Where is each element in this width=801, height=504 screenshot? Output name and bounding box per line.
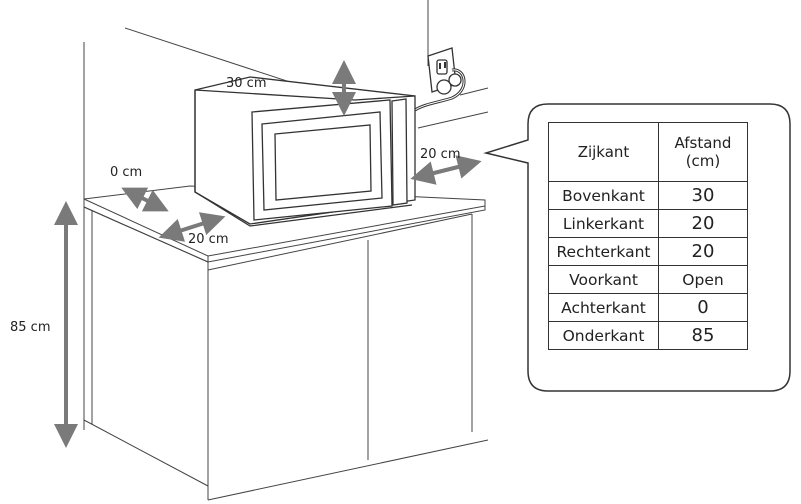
table-header-row: Zijkant Afstand (cm)	[548, 122, 748, 182]
row-side-top: Bovenkant	[548, 181, 659, 210]
table-row: Onderkant 85	[548, 321, 748, 350]
front-clearance-label: 20 cm	[188, 232, 229, 247]
column-header-distance: Afstand (cm)	[658, 122, 748, 182]
row-value-left: 20	[658, 209, 748, 238]
column-header-distance-line2: (cm)	[685, 152, 721, 170]
wall-socket	[414, 47, 466, 112]
row-side-bottom: Onderkant	[548, 321, 659, 350]
row-value-top: 30	[658, 181, 748, 210]
table-row: Linkerkant 20	[548, 209, 748, 238]
table-row: Bovenkant 30	[548, 181, 748, 210]
column-header-distance-line1: Afstand	[674, 134, 732, 152]
row-side-right: Rechterkant	[548, 237, 659, 266]
bottom-clearance-label: 85 cm	[10, 320, 51, 335]
dimension-arrows	[54, 60, 482, 448]
table-row: Rechterkant 20	[548, 237, 748, 266]
microwave	[194, 76, 416, 227]
row-value-front: Open	[658, 265, 748, 294]
row-value-right: 20	[658, 237, 748, 266]
right-clearance-label: 20 cm	[420, 147, 461, 162]
clearance-table: Zijkant Afstand (cm) Bovenkant 30 Linker…	[548, 122, 748, 350]
cabinet	[83, 210, 489, 501]
row-side-left: Linkerkant	[548, 209, 659, 238]
row-value-back: 0	[658, 293, 748, 322]
left-clearance-label: 0 cm	[110, 165, 143, 180]
table-row: Voorkant Open	[548, 265, 748, 294]
table-row: Achterkant 0	[548, 293, 748, 322]
top-clearance-label: 30 cm	[226, 76, 267, 91]
row-value-bottom: 85	[658, 321, 748, 350]
column-header-side: Zijkant	[548, 122, 659, 182]
row-side-front: Voorkant	[548, 265, 659, 294]
row-side-back: Achterkant	[548, 293, 659, 322]
